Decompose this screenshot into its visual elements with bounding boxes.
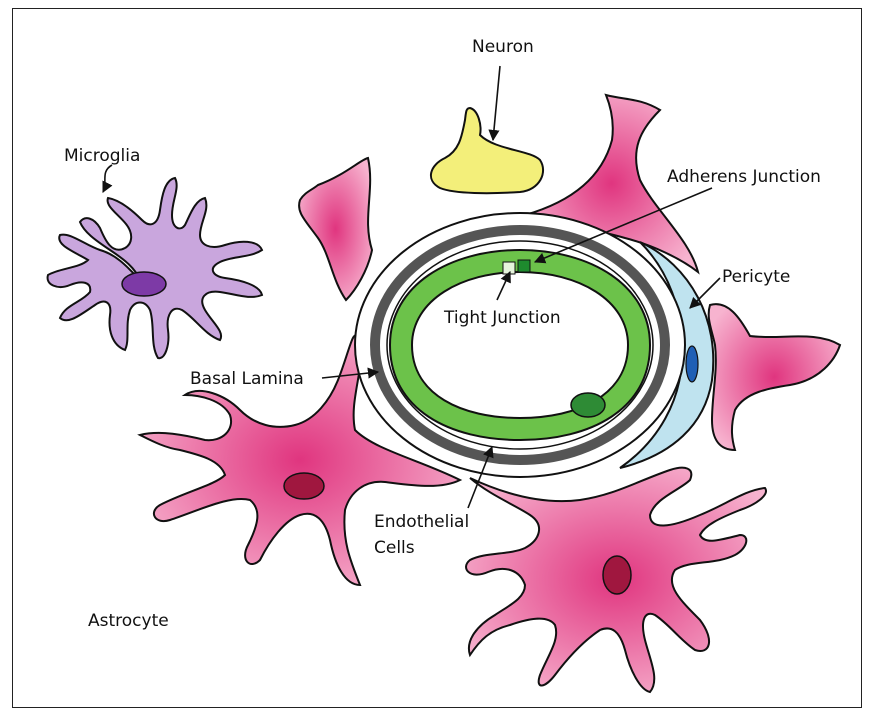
tight-junction-label: Tight Junction xyxy=(443,308,561,328)
endothelial-label-line2: Cells xyxy=(374,538,415,558)
astrocyte-left-nucleus xyxy=(284,473,324,499)
microglia xyxy=(48,178,262,358)
astrocyte-right xyxy=(709,304,840,450)
vessel xyxy=(355,213,685,477)
pericyte-nucleus xyxy=(686,346,698,382)
tight-junction-marker xyxy=(503,262,515,274)
pericyte-label: Pericyte xyxy=(722,267,790,287)
endothelial-nucleus xyxy=(571,393,605,417)
neuron xyxy=(431,108,543,193)
microglia-nucleus xyxy=(122,272,166,296)
astrocyte-bottom-nucleus xyxy=(603,556,631,594)
astrocyte-bottom xyxy=(466,468,766,692)
neuron-label: Neuron xyxy=(472,37,534,57)
endothelial-label-line1: Endothelial xyxy=(374,512,469,532)
basal-lamina-label: Basal Lamina xyxy=(190,369,304,389)
astrocyte-label: Astrocyte xyxy=(88,611,169,631)
microglia-arrow xyxy=(103,165,112,192)
adherens-junction-label: Adherens Junction xyxy=(667,167,821,187)
astrocyte-top-left xyxy=(299,158,372,300)
microglia-label: Microglia xyxy=(64,146,140,166)
adherens-junction-marker xyxy=(518,260,530,272)
neuron-arrow xyxy=(493,66,500,140)
